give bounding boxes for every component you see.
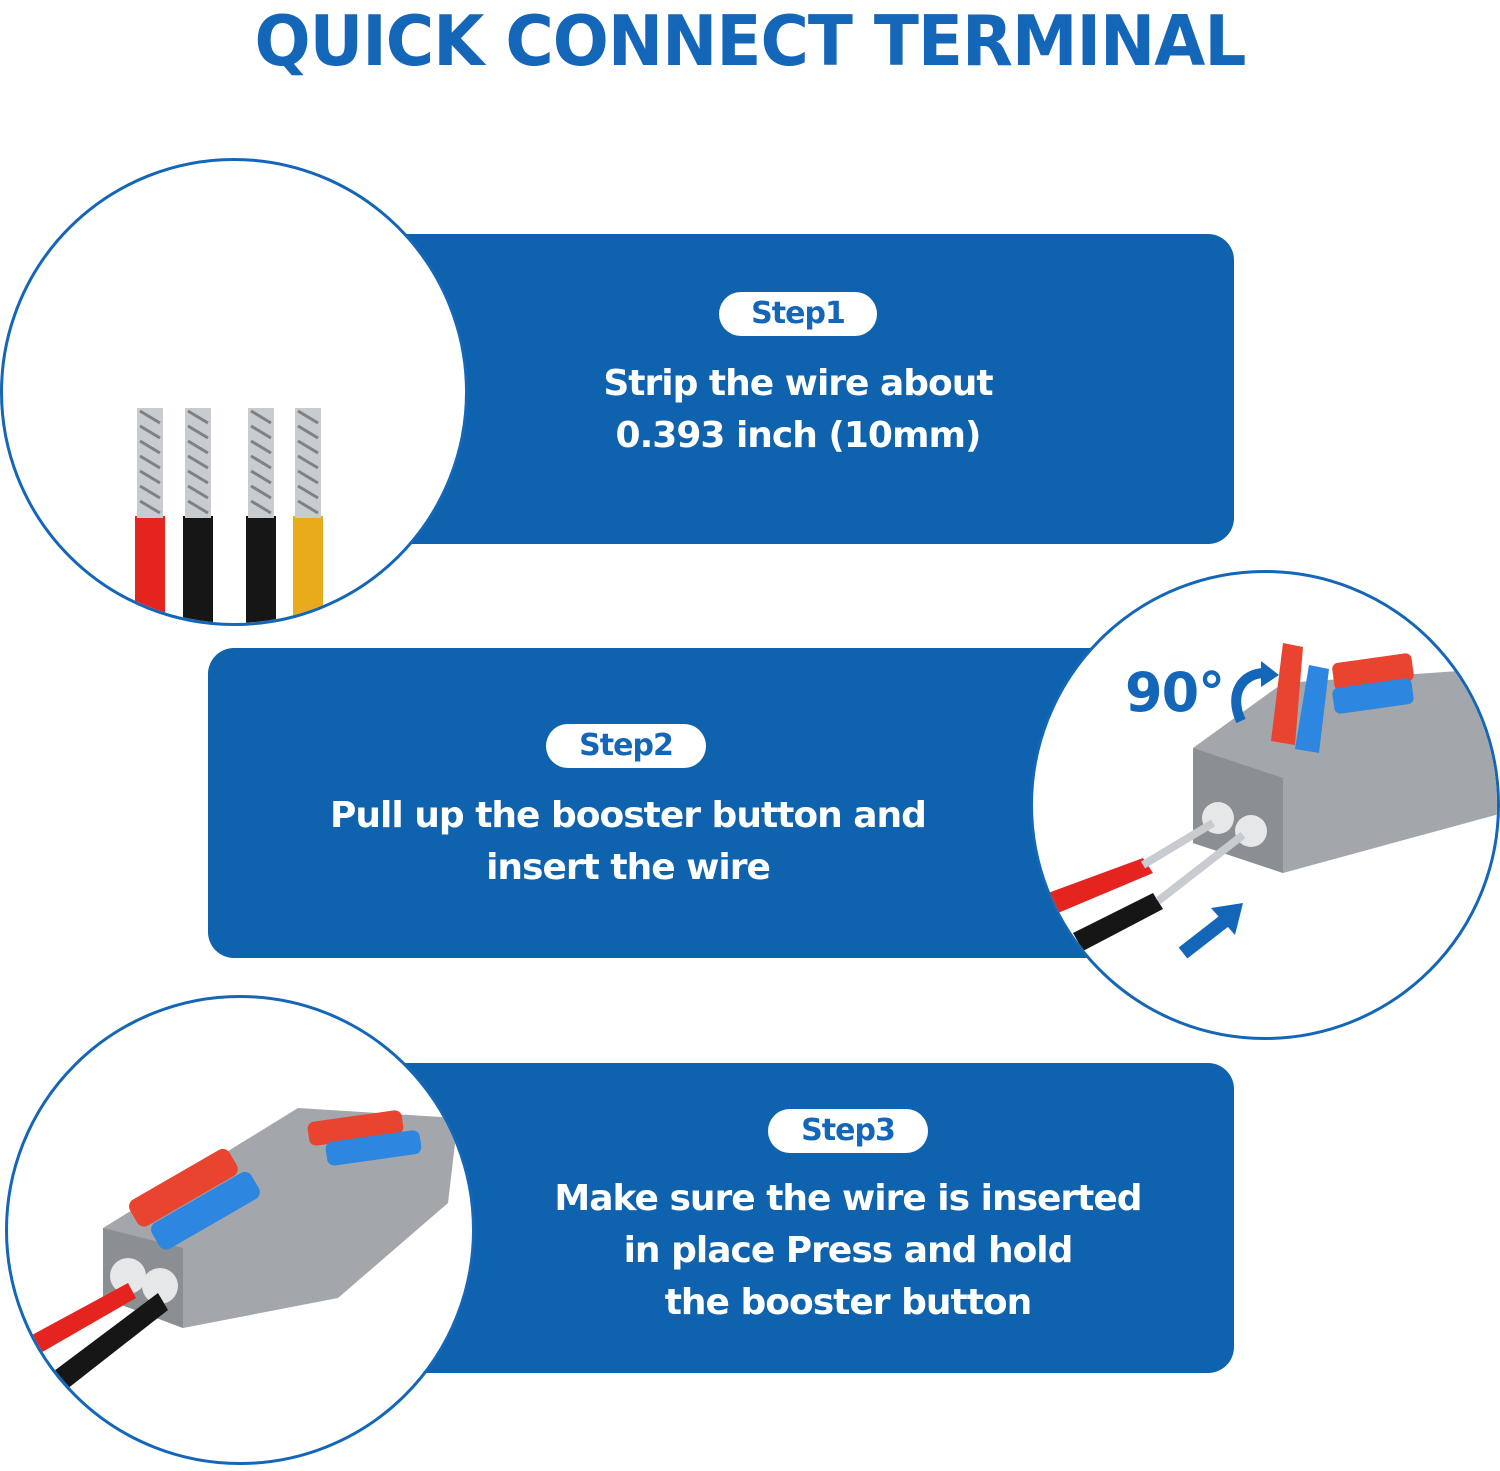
connector-closed-image bbox=[5, 995, 475, 1465]
step1-line-2: 0.393 inch (10mm) bbox=[615, 415, 982, 456]
step1-description: Strip the wire about 0.393 inch (10mm) bbox=[528, 358, 1068, 462]
step3-description: Make sure the wire is inserted in place … bbox=[528, 1173, 1168, 1329]
step2-panel: Step2 Pull up the booster button and ins… bbox=[208, 648, 1148, 958]
wire-black-1 bbox=[183, 408, 213, 623]
step2-line-1: Pull up the booster button and bbox=[330, 795, 927, 836]
step1-badge: Step1 bbox=[719, 292, 877, 336]
step3-line-3: the booster button bbox=[664, 1282, 1033, 1323]
step2-line-2: insert the wire bbox=[486, 847, 771, 888]
stripped-wires-image bbox=[0, 158, 468, 626]
step1-panel: Step1 Strip the wire about 0.393 inch (1… bbox=[378, 234, 1234, 544]
step3-line-2: in place Press and hold bbox=[623, 1230, 1074, 1271]
wire-black-2 bbox=[246, 408, 276, 623]
step2-badge: Step2 bbox=[546, 724, 706, 768]
step1-line-1: Strip the wire about bbox=[603, 363, 993, 404]
connected-wires bbox=[8, 1283, 168, 1418]
angle-label: 90° bbox=[1125, 661, 1225, 724]
lever-raised-image: 90° bbox=[1030, 570, 1500, 1040]
step2-description: Pull up the booster button and insert th… bbox=[288, 790, 968, 894]
wire-yellow bbox=[293, 408, 323, 623]
connector-body bbox=[103, 1108, 458, 1328]
lever-blue bbox=[1295, 665, 1329, 753]
lever-red bbox=[1271, 643, 1303, 745]
rotate-arrow-icon bbox=[1231, 661, 1279, 724]
step3-line-1: Make sure the wire is inserted bbox=[554, 1178, 1142, 1219]
connector-body bbox=[1193, 653, 1497, 873]
step3-badge: Step3 bbox=[768, 1109, 928, 1153]
insert-arrow-icon bbox=[1178, 903, 1243, 959]
inserted-wires bbox=[1048, 819, 1246, 951]
wire-red bbox=[135, 408, 165, 623]
page-title: QUICK CONNECT TERMINAL bbox=[254, 0, 1247, 82]
step3-panel: Step3 Make sure the wire is inserted in … bbox=[378, 1063, 1234, 1373]
